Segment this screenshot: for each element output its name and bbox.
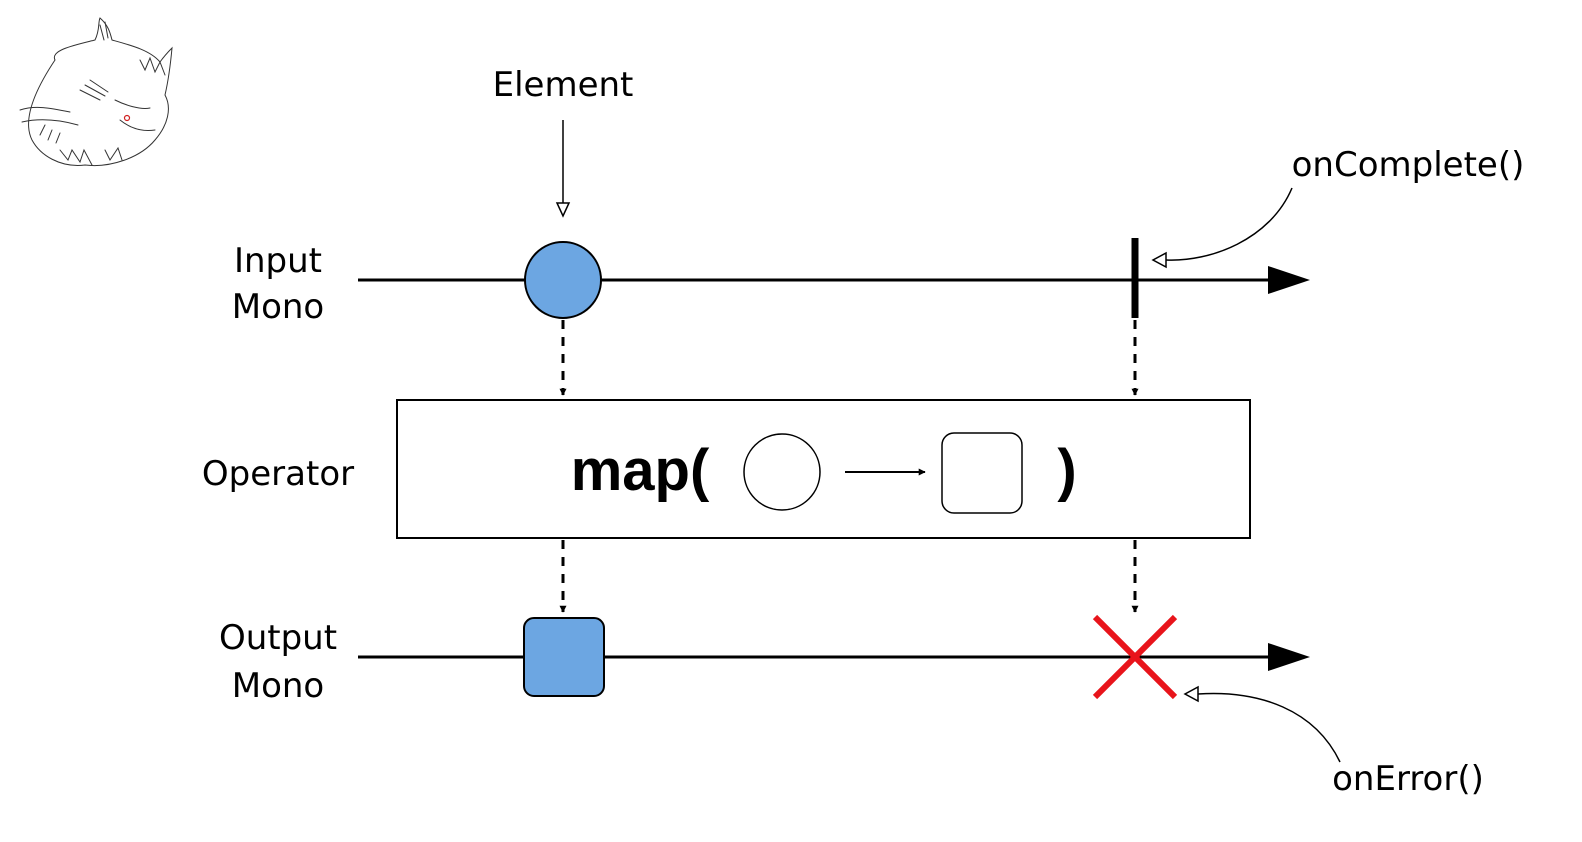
element-pointer-arrow bbox=[555, 120, 571, 218]
on-complete-label: onComplete() bbox=[1292, 145, 1525, 185]
cat-sketch-icon bbox=[19, 17, 173, 167]
operator-box bbox=[396, 399, 1251, 539]
output-mono-label-line1: Output bbox=[219, 618, 337, 658]
map-input-circle bbox=[743, 433, 821, 511]
map-open-text: map( bbox=[571, 438, 710, 503]
input-mono-label-line1: Input bbox=[234, 241, 322, 281]
output-mono-label-line2: Mono bbox=[232, 666, 325, 706]
input-timeline-arrowhead bbox=[1268, 266, 1310, 294]
output-element-square bbox=[523, 617, 605, 697]
element-label: Element bbox=[493, 65, 634, 105]
on-complete-pointer-arrow bbox=[1151, 187, 1293, 269]
on-error-label: onError() bbox=[1332, 759, 1484, 799]
input-element-circle bbox=[524, 241, 602, 319]
input-mono-label-line2: Mono bbox=[232, 287, 325, 327]
error-x-mark bbox=[1092, 614, 1178, 700]
map-output-square bbox=[941, 432, 1023, 514]
map-close-text: ) bbox=[1057, 438, 1076, 503]
operator-label: Operator bbox=[202, 454, 354, 494]
output-timeline-arrowhead bbox=[1268, 643, 1310, 671]
on-error-pointer-arrow bbox=[1183, 685, 1341, 763]
